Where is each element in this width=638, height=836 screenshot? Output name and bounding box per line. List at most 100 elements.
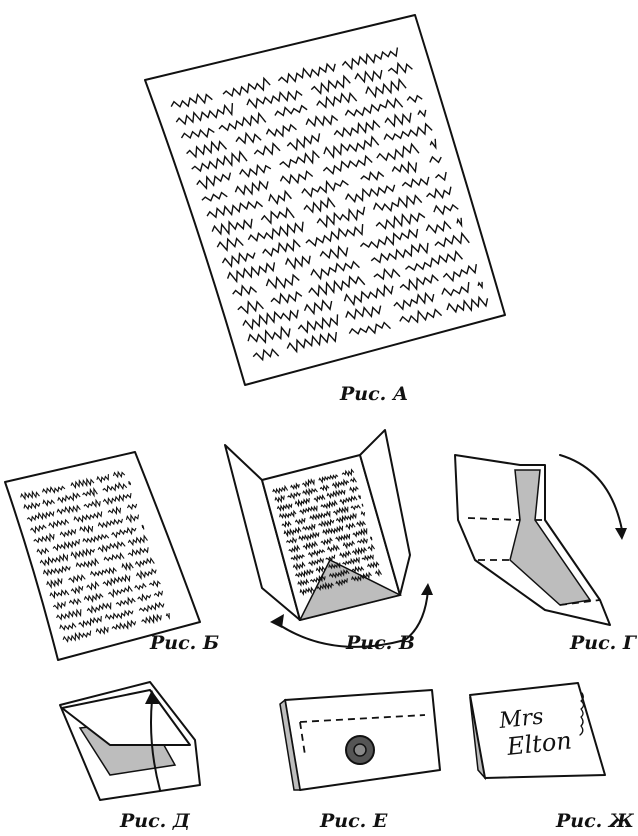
handwriting-scribble — [339, 496, 357, 505]
handwriting-scribble — [53, 601, 67, 609]
handwriting-scribble — [127, 547, 149, 557]
handwriting-scribble — [318, 474, 338, 483]
handwriting-scribble — [288, 546, 300, 553]
handwriting-scribble — [325, 555, 336, 562]
figure-g-fold — [454, 454, 627, 626]
handwriting-scribble — [86, 602, 112, 613]
handwriting-scribble — [440, 282, 472, 298]
handwriting-scribble — [329, 569, 349, 578]
handwriting-scribble — [42, 484, 66, 495]
handwriting-scribble — [304, 223, 366, 247]
handwriting-scribble — [428, 155, 442, 164]
handwriting-scribble — [75, 559, 98, 570]
handwriting-scribble — [351, 572, 372, 582]
handwriting-scribble — [102, 575, 131, 587]
handwriting-scribble — [170, 92, 213, 111]
handwriting-scribble — [95, 627, 109, 635]
handwriting-scribble — [246, 88, 303, 111]
handwriting-scribble — [362, 504, 363, 507]
handwriting-scribble — [260, 207, 295, 225]
handwriting-scribble — [274, 495, 285, 503]
handwriting-scribble — [285, 331, 339, 354]
handwriting-scribble — [97, 541, 125, 553]
handwriting-scribble — [180, 127, 215, 143]
handwriting-scribble — [253, 143, 281, 158]
handwriting-scribble — [310, 575, 326, 583]
handwriting-scribble — [46, 578, 64, 588]
handwriting-scribble — [265, 123, 297, 139]
handwriting-scribble — [211, 217, 255, 237]
figure-zh-addressed-letter: Mrs Elton — [469, 682, 606, 781]
handwriting-scribble — [287, 492, 301, 500]
handwriting-scribble — [102, 482, 127, 493]
handwriting-scribble — [56, 609, 83, 620]
handwriting-scribble — [103, 553, 124, 563]
handwriting-scribble — [23, 502, 41, 511]
handwriting-scribble — [206, 198, 263, 220]
handwriting-scribble — [342, 557, 360, 566]
handwriting-scribble — [316, 582, 333, 591]
handwriting-scribble — [375, 210, 426, 231]
handwriting-scribble — [361, 511, 366, 515]
handwriting-scribble — [295, 498, 311, 506]
handwriting-scribble — [372, 267, 400, 283]
handwriting-scribble — [234, 180, 271, 198]
handwriting-scribble — [20, 490, 40, 500]
handwriting-scribble — [138, 602, 165, 613]
handwriting-scribble — [302, 479, 316, 487]
handwriting-scribble — [302, 488, 317, 496]
handwriting-scribble — [442, 264, 480, 282]
figure-b-letter — [5, 452, 200, 660]
handwriting-scribble — [382, 123, 432, 144]
handwriting-scribble — [103, 493, 133, 505]
handwriting-scribble — [62, 630, 92, 642]
handwriting-scribble — [318, 519, 335, 528]
handwriting-scribble — [49, 589, 69, 599]
handwriting-scribble — [125, 514, 139, 523]
handwriting-scribble — [297, 579, 309, 586]
handwriting-scribble — [344, 304, 383, 322]
handwriting-scribble — [60, 529, 77, 537]
handwriting-scribble — [284, 527, 302, 536]
handwriting-scribble — [387, 61, 413, 76]
caption-fig-v: Рис. В — [346, 632, 415, 654]
handwriting-scribble — [354, 68, 385, 84]
handwriting-scribble — [445, 295, 490, 316]
handwriting-scribble — [392, 291, 436, 311]
handwriting-scribble — [391, 161, 419, 177]
handwriting-scribble — [52, 539, 81, 551]
handwriting-scribble — [105, 609, 135, 621]
handwriting-scribble — [121, 562, 133, 571]
handwriting-scribble — [350, 478, 356, 484]
handwriting-scribble — [322, 155, 373, 176]
handwriting-scribble — [398, 306, 442, 326]
handwriting-scribble — [284, 254, 313, 270]
handwriting-scribble — [359, 170, 384, 183]
handwriting-scribble — [272, 486, 288, 494]
handwriting-scribble — [70, 478, 94, 489]
handwriting-scribble — [30, 525, 47, 534]
handwriting-scribble — [344, 97, 403, 120]
handwriting-scribble — [69, 598, 81, 605]
handwriting-scribble — [277, 503, 293, 511]
handwriting-scribble — [336, 513, 358, 523]
figure-v-tri-fold — [225, 430, 433, 647]
handwriting-scribble — [339, 551, 351, 558]
handwriting-scribble — [308, 558, 324, 566]
handwriting-scribble — [73, 511, 103, 523]
handwriting-scribble — [153, 591, 163, 597]
handwriting-scribble — [273, 103, 307, 118]
handwriting-scribble — [247, 221, 306, 244]
handwriting-scribble — [217, 113, 266, 134]
caption-fig-a: Рис. А — [340, 383, 409, 405]
address-line-1: Mrs — [497, 704, 545, 734]
handwriting-scribble — [429, 139, 438, 149]
handwriting-scribble — [425, 186, 454, 201]
handwriting-scribble — [357, 538, 368, 545]
handwriting-scribble — [299, 587, 313, 595]
handwriting-scribble — [319, 245, 350, 262]
handwriting-scribble — [375, 143, 419, 163]
handwriting-scribble — [127, 504, 138, 510]
handwriting-scribble — [39, 554, 69, 566]
